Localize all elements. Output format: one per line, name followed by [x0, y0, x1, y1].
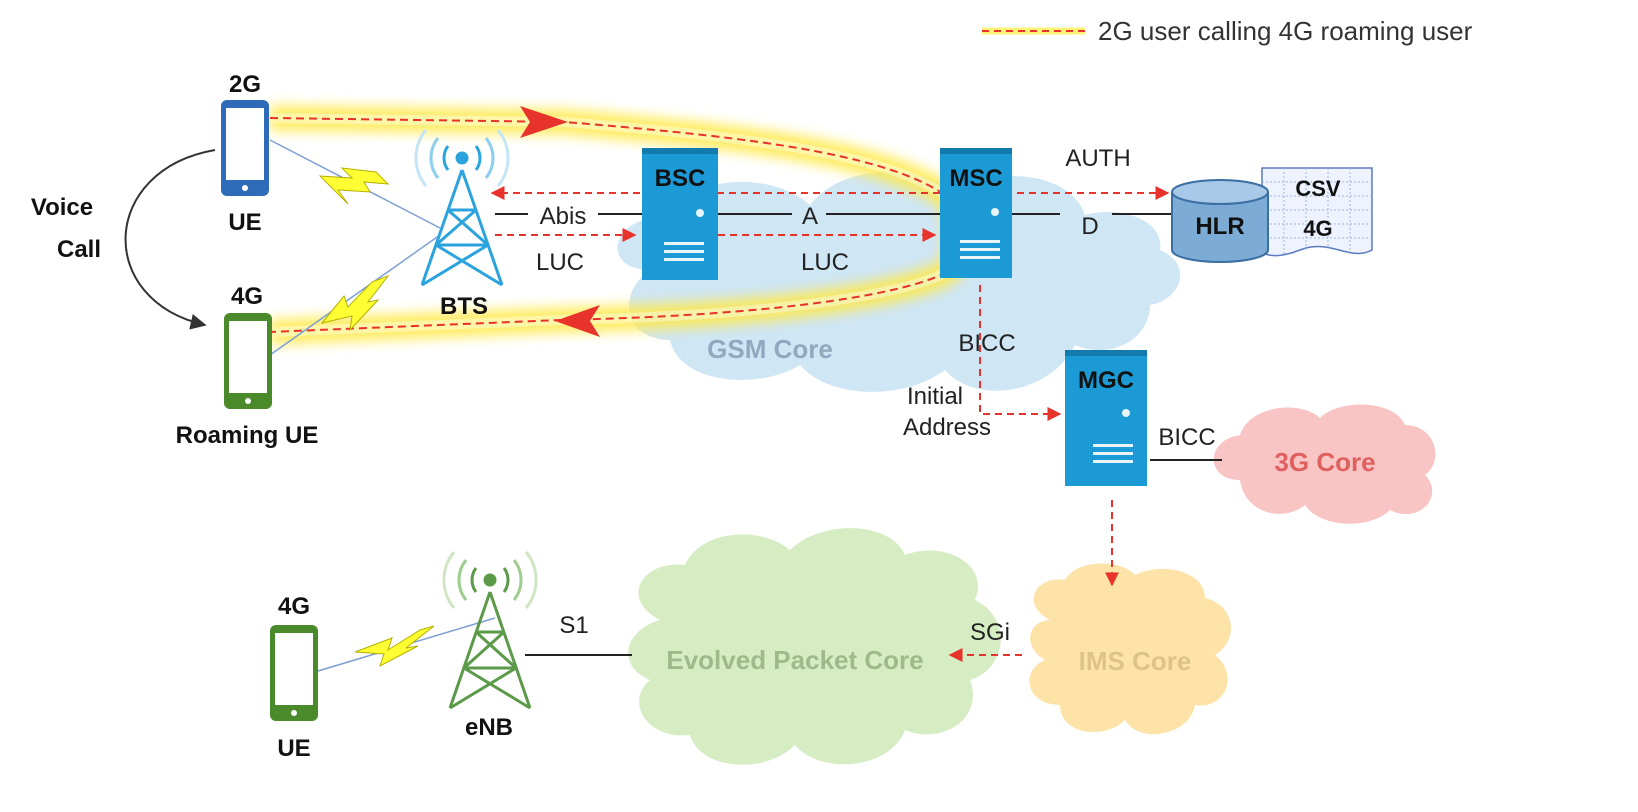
- phone-2g-icon: [221, 100, 269, 196]
- enb-label: eNB: [465, 714, 513, 741]
- csv-4g-label: 4G: [1303, 216, 1332, 241]
- csv-label: CSV: [1295, 176, 1341, 201]
- luc-label-2: LUC: [801, 249, 849, 276]
- ue-roaming-gen-label: 4G: [231, 283, 263, 310]
- voice-call-arrow: [124, 149, 216, 330]
- phone-roaming-icon: [224, 313, 272, 409]
- csv-document-icon: [1261, 167, 1373, 257]
- luc-label-1: LUC: [536, 249, 584, 276]
- voice-call-label-2: Call: [57, 236, 101, 263]
- bts-tower-icon: [414, 129, 510, 287]
- wired-links: [495, 213, 1222, 656]
- 3g-core-label: 3G Core: [1274, 447, 1375, 477]
- mgc-server-icon: [1065, 350, 1147, 486]
- epc-label: Evolved Packet Core: [666, 645, 923, 675]
- d-label: D: [1081, 213, 1098, 240]
- bicc-msc-label: BICC: [958, 330, 1015, 357]
- hlr-database-icon: [1171, 179, 1269, 263]
- evolved-packet-core-cloud: Evolved Packet Core: [628, 528, 1001, 765]
- legend: 2G user calling 4G roaming user: [982, 16, 1473, 46]
- lightning-icon: [354, 625, 435, 668]
- ims-core-cloud: IMS Core: [1029, 563, 1232, 735]
- abis-label: Abis: [540, 203, 587, 230]
- ims-core-label: IMS Core: [1079, 646, 1192, 676]
- ue-roaming-label: Roaming UE: [176, 422, 319, 449]
- call-arrow-left: [555, 305, 600, 337]
- phone-4g-icon: [270, 625, 318, 721]
- s1-label: S1: [559, 612, 588, 639]
- ue-2g-label: UE: [228, 209, 261, 236]
- signaling-flows: [490, 186, 1170, 662]
- bts-label: BTS: [440, 293, 488, 320]
- call-arrow-right: [520, 106, 568, 138]
- initial-address-label-1: Initial: [907, 383, 963, 410]
- ue-2g-gen-label: 2G: [229, 71, 261, 98]
- enb-tower-icon: [442, 551, 538, 710]
- ue-4g-label: UE: [277, 735, 310, 762]
- lightning-icon: [318, 167, 390, 205]
- ue-4g-gen-label: 4G: [278, 593, 310, 620]
- bicc-3g-label: BICC: [1158, 424, 1215, 451]
- sgi-label: SGi: [970, 619, 1010, 646]
- bsc-server-icon: [642, 148, 718, 280]
- voice-call-label-1: Voice: [31, 194, 93, 221]
- 3g-core-cloud: 3G Core: [1213, 404, 1436, 524]
- initial-address-label-2: Address: [903, 414, 991, 441]
- legend-label: 2G user calling 4G roaming user: [1098, 16, 1473, 46]
- mgc-label: MGC: [1078, 367, 1134, 394]
- auth-label: AUTH: [1065, 145, 1130, 172]
- msc-server-icon: [940, 148, 1012, 278]
- gsm-core-label: GSM Core: [707, 334, 833, 364]
- lightning-icon: [320, 274, 390, 332]
- bsc-label: BSC: [655, 165, 706, 192]
- hlr-label: HLR: [1195, 213, 1244, 240]
- radio-links: [269, 139, 496, 675]
- a-label: A: [802, 203, 818, 230]
- msc-label: MSC: [949, 165, 1002, 192]
